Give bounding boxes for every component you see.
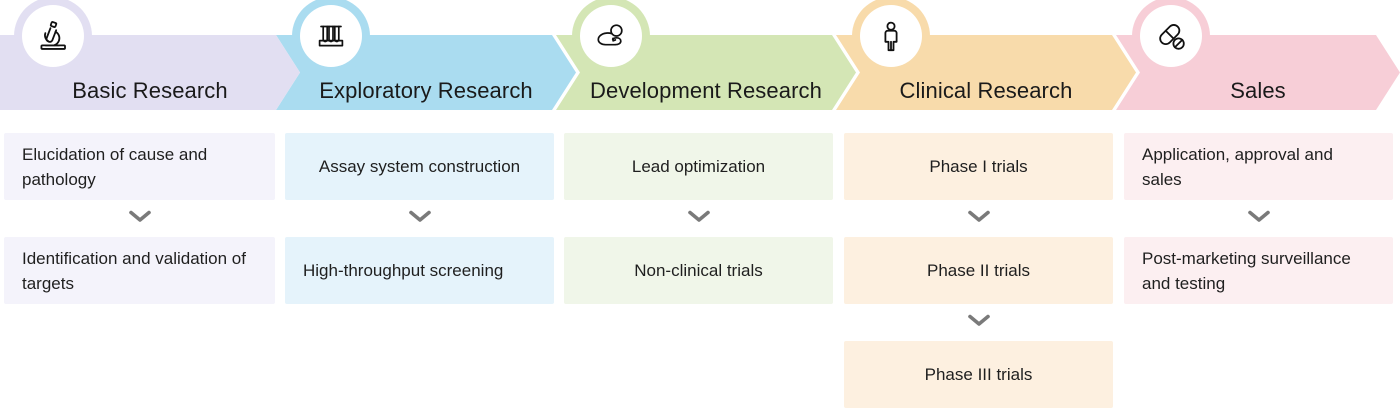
pill-capsule-icon: [1140, 5, 1202, 67]
stage-title-basic-research: Basic Research: [72, 78, 228, 103]
step-label: Phase III trials: [924, 365, 1033, 384]
microscope-icon: [22, 5, 84, 67]
step-box[interactable]: High-throughput screening: [285, 237, 554, 304]
step-label: High-throughput screening: [303, 261, 504, 280]
step-box[interactable]: Assay system construction: [285, 133, 554, 200]
chevron-down-icon: [127, 208, 153, 224]
step-box[interactable]: Identification and validation of targets: [4, 237, 275, 304]
chevron-down-icon: [966, 208, 992, 224]
stage-title-clinical-research: Clinical Research: [899, 78, 1073, 103]
stage-banner-clinical-research[interactable]: Clinical Research: [836, 5, 1136, 110]
stage-title-development-research: Development Research: [590, 78, 822, 103]
person-icon: [860, 5, 922, 67]
stage-banner-development-research[interactable]: Development Research: [556, 5, 856, 110]
stage-title-exploratory-research: Exploratory Research: [319, 78, 533, 103]
step-label: Application, approval and sales: [1142, 144, 1333, 189]
chevron-down-icon: [407, 208, 433, 224]
step-label: Identification and validation of targets: [22, 248, 246, 293]
stage-banner-exploratory-research[interactable]: Exploratory Research: [276, 5, 576, 110]
step-box[interactable]: Phase I trials: [844, 133, 1113, 200]
stage-banner-row: Basic Research Exploratory Research Deve…: [0, 0, 1400, 120]
stage-banner-basic-research[interactable]: Basic Research: [0, 5, 300, 110]
step-box[interactable]: Lead optimization: [564, 133, 833, 200]
step-label: Assay system construction: [318, 157, 521, 176]
step-label: Elucidation of cause and pathology: [22, 144, 208, 189]
step-box[interactable]: Application, approval and sales: [1124, 133, 1393, 200]
step-box[interactable]: Elucidation of cause and pathology: [4, 133, 275, 200]
step-box[interactable]: Non-clinical trials: [564, 237, 833, 304]
stage-title-sales: Sales: [1230, 78, 1286, 103]
step-label: Lead optimization: [631, 157, 766, 176]
step-label: Post-marketing surveillance and testing: [1142, 248, 1351, 293]
step-box[interactable]: Phase II trials: [844, 237, 1113, 304]
test-tube-rack-icon: [300, 5, 362, 67]
chevron-down-icon: [966, 312, 992, 328]
step-label: Phase II trials: [927, 261, 1030, 280]
chevron-down-icon: [1246, 208, 1272, 224]
step-box[interactable]: Post-marketing surveillance and testing: [1124, 237, 1393, 304]
step-label: Non-clinical trials: [634, 261, 763, 280]
mouse-icon: [580, 5, 642, 67]
step-box[interactable]: Phase III trials: [844, 341, 1113, 408]
step-label: Phase I trials: [929, 157, 1028, 176]
chevron-down-icon: [686, 208, 712, 224]
stage-banner-sales[interactable]: Sales: [1116, 5, 1400, 110]
